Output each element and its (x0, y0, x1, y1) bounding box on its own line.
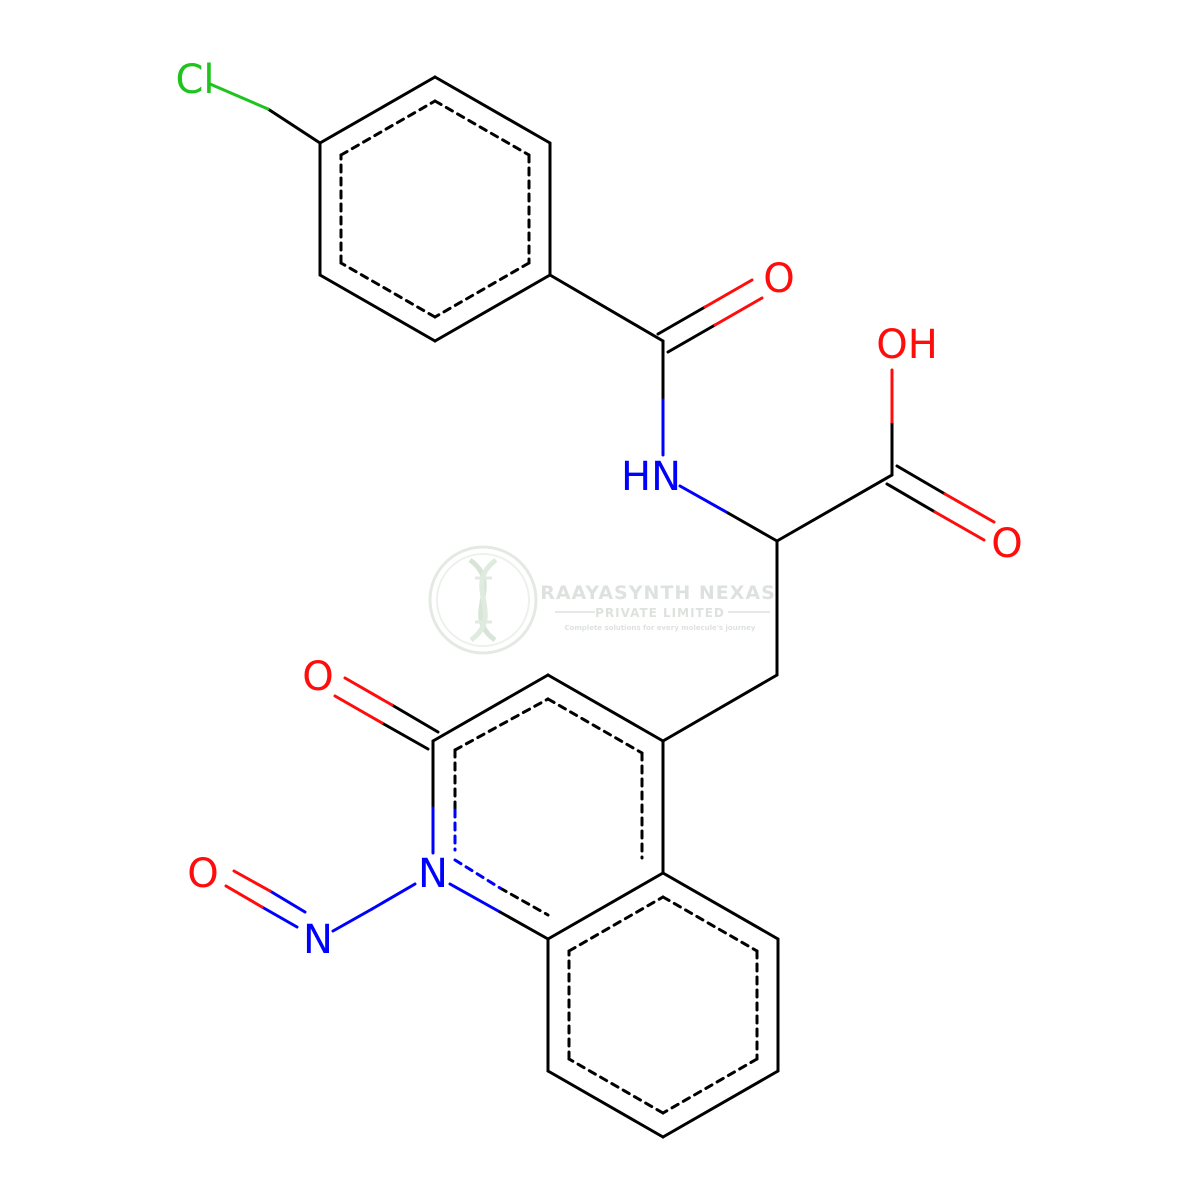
watermark-logo-icon (428, 545, 538, 655)
bond (943, 492, 996, 524)
bond (431, 673, 550, 743)
atom-ring-nitrogen: N (418, 851, 448, 897)
bond (370, 882, 417, 911)
watermark-tagline: Complete solutions for every molecule's … (565, 624, 756, 632)
bond (208, 82, 270, 111)
watermark-title: RAAYASYNTH NEXAS (540, 582, 776, 604)
atom-oxygen-ring-carbonyl: O (302, 654, 333, 700)
bond (661, 871, 780, 941)
atom-chlorine: Cl (175, 57, 214, 103)
bond (318, 75, 437, 145)
bond (703, 278, 754, 309)
bond (546, 1069, 665, 1139)
bond (343, 676, 394, 707)
atom-hydroxyl: OH (876, 322, 938, 368)
bond (933, 510, 986, 542)
atom-oxygen-nitroso: O (187, 851, 218, 897)
watermark-subtitle: PRIVATE LIMITED (595, 606, 725, 620)
bond (546, 673, 665, 743)
bond (546, 871, 665, 941)
bond (224, 884, 264, 909)
bond (666, 323, 717, 354)
bond (333, 694, 384, 725)
bond (266, 107, 322, 145)
bond (498, 910, 550, 941)
bond (433, 273, 552, 343)
atom-amide-nitrogen: HN (621, 454, 681, 500)
atom-oxygen-amide: O (763, 256, 794, 302)
bond (331, 907, 374, 933)
bond (775, 473, 894, 543)
bond (232, 869, 272, 893)
bond (885, 482, 937, 514)
bond (713, 296, 764, 327)
bond (433, 75, 552, 145)
bond (268, 889, 307, 914)
bond (656, 305, 707, 336)
atom-nitroso-nitrogen: N (303, 917, 333, 963)
bond (895, 464, 947, 496)
bond (678, 484, 730, 515)
atom-labels: Cl O OH HN O O N O N (175, 57, 1022, 963)
watermark: RAAYASYNTH NEXAS PRIVATE LIMITED Complet… (428, 545, 776, 655)
bond (390, 703, 440, 734)
bond (448, 882, 502, 914)
bond (661, 673, 779, 743)
bond (318, 273, 437, 343)
bond (548, 273, 665, 343)
bond (260, 905, 299, 929)
atom-oxygen-acid: O (991, 521, 1022, 567)
bond (726, 511, 779, 543)
bond (661, 1069, 780, 1139)
bond (380, 721, 430, 751)
bonds (208, 75, 996, 1139)
